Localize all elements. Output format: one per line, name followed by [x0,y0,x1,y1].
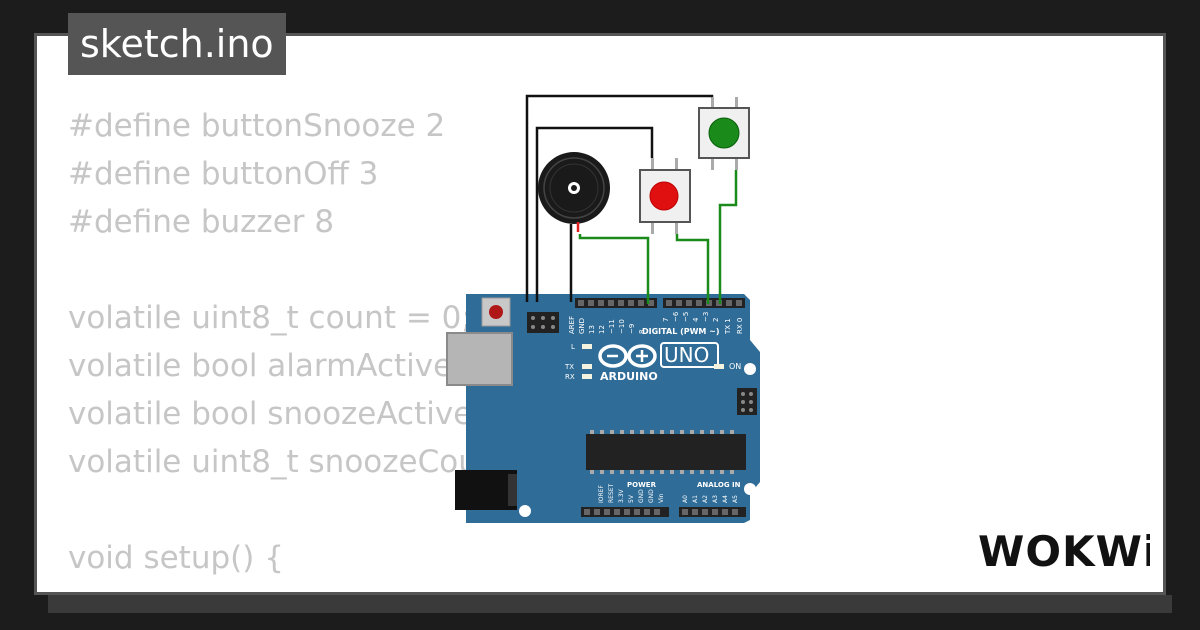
pin-label: RX 0 [736,318,744,334]
pin-label: 2 [712,318,720,322]
pin-label: ~9 [628,324,636,334]
icsp-header-right [737,388,757,415]
code-line: volatile uint8_t count = 0; [68,300,472,336]
pin-label: ~11 [608,319,616,334]
file-title: sketch.ino [80,22,274,66]
digital-header-left [575,298,657,308]
code-line: volatile bool alarmActive = [68,348,498,384]
pin-label: Vin [658,493,665,503]
mount-hole [519,505,531,517]
pin-label: GND [648,489,655,503]
digital-header-right [663,298,745,308]
pin-label: GND [578,318,586,334]
pin-label: TX 1 [724,318,732,335]
pin-label: A1 [692,495,699,503]
pin-label: 8 [638,330,646,334]
code-line: void setup() { [68,540,284,576]
pin-label: IOREF [598,485,605,503]
led-rx [582,374,592,379]
piezo-buzzer[interactable] [538,152,610,224]
pin-label: 13 [588,325,596,334]
pin-label: A4 [722,495,729,503]
pin-label: ~10 [618,319,626,334]
led-l [582,344,592,349]
code-line: volatile uint8_t snoozeCou [68,444,478,480]
wokwi-logo: WOKWi [978,527,1150,574]
pin-label: ~6 [672,311,680,322]
card-shadow [48,595,1172,613]
green-push-button[interactable] [698,97,750,170]
logo-text: WOKWi [978,527,1150,574]
mount-hole [744,363,756,375]
on-label: ON [729,362,741,371]
power-label: POWER [627,481,657,489]
atmega-chip [586,434,746,470]
icsp-header [527,312,559,333]
board-name: UNO [664,343,709,367]
led-label: L [571,343,575,351]
pin-label: ~5 [682,312,690,322]
pin-label: A5 [732,495,739,503]
pin-label: 5V [628,494,635,503]
led-on [714,364,724,369]
board-brand: ARDUINO [600,370,658,383]
pin-label: 12 [598,325,606,334]
pin-label: A3 [712,495,719,503]
pin-label: 4 [692,317,700,322]
pin-label: A0 [682,495,689,503]
code-preview: #define buttonSnooze 2 #define buttonOff … [68,102,679,592]
pin-label: 3.3V [618,488,625,503]
code-line: #define buttonOff 3 [68,156,379,192]
wires [525,94,738,304]
file-title-tab[interactable]: sketch.ino [68,13,286,75]
pin-label: 7 [662,318,670,322]
power-jack [455,470,517,510]
red-push-button[interactable] [639,158,691,234]
pin-label: ~3 [702,312,710,322]
led-label: RX [565,373,575,381]
pin-label: AREF [568,316,576,334]
arduino-uno-board[interactable]: AREF GND 13 12 ~11 ~10 ~9 8 7 ~6 ~5 4 ~3… [446,294,760,523]
pin-label: GND [638,489,645,503]
code-line: attachInterrupt(digitalPinToInterrupt(b [68,582,679,592]
pin-label: A2 [702,495,709,503]
code-line: #define buttonSnooze 2 [68,108,446,144]
usb-port [446,332,513,386]
pin-label: RESET [608,483,615,503]
digital-label: DIGITAL (PWM ~) [642,327,720,336]
top-pin-labels: AREF GND 13 12 ~11 ~10 ~9 8 7 ~6 ~5 4 ~3… [568,311,744,335]
analog-label: ANALOG IN [697,481,741,489]
code-line: #define buzzer 8 [68,204,335,240]
mount-hole [744,483,756,495]
led-label: TX [564,363,574,371]
arduino-logo-icon [598,344,657,368]
led-tx [582,364,592,369]
code-line: volatile bool snoozeActive [68,396,473,432]
